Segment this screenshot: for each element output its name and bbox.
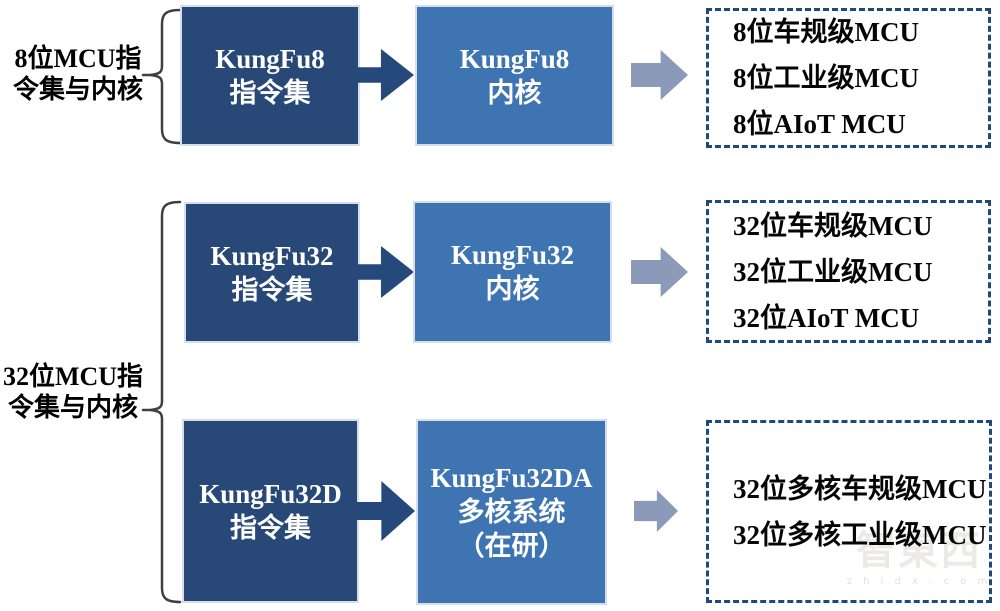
arrow-right-gray-row1 bbox=[631, 50, 688, 100]
group-label-8bit-line2: 令集与内核 bbox=[12, 75, 143, 104]
group-label-32bit: 32位MCU指 令集与内核 bbox=[0, 361, 146, 423]
group-label-32bit-line2: 令集与内核 bbox=[7, 393, 138, 422]
box-kungfu32d-instruction-line2: 指令集 bbox=[230, 513, 311, 543]
group-label-8bit-line1: 8位MCU指 bbox=[14, 44, 142, 73]
output-box-32bit-multicore: 32位多核车规级MCU 32位多核工业级MCU bbox=[706, 420, 992, 603]
watermark-url: z h i d x . c o m bbox=[846, 576, 992, 587]
output-32bit-item-2: 32位工业级MCU bbox=[733, 256, 933, 287]
box-kungfu32-instruction-line2: 指令集 bbox=[231, 274, 313, 305]
box-kungfu8-instruction-set: KungFu8 指令集 bbox=[180, 5, 360, 146]
box-kungfu32da-multicore-system: KungFu32DA 多核系统 （在研） bbox=[416, 419, 607, 605]
output-32bit-multicore-item-2: 32位多核工业级MCU bbox=[733, 519, 987, 550]
output-32bit-item-3: 32位AIoT MCU bbox=[733, 302, 920, 333]
output-8bit-item-3: 8位AIoT MCU bbox=[733, 109, 906, 139]
output-8bit-item-2: 8位工业级MCU bbox=[733, 63, 919, 93]
arrow-right-dark-row1 bbox=[357, 49, 414, 101]
box-kungfu8-core: KungFu8 内核 bbox=[415, 5, 614, 146]
box-kungfu32-core-line1: KungFu32 bbox=[450, 240, 575, 270]
watermark-logo: 智東西 bbox=[856, 528, 982, 574]
box-kungfu8-instruction-line1: KungFu8 bbox=[215, 43, 325, 74]
output-32bit-multicore-item-1: 32位多核车规级MCU bbox=[733, 473, 987, 504]
box-kungfu32d-instruction-set: KungFu32D 指令集 bbox=[182, 419, 359, 603]
box-kungfu8-core-line2: 内核 bbox=[487, 77, 542, 108]
output-box-8bit: 8位车规级MCU 8位工业级MCU 8位AIoT MCU bbox=[706, 8, 991, 148]
bracket-32bit bbox=[141, 200, 182, 604]
group-label-8bit: 8位MCU指 令集与内核 bbox=[4, 43, 152, 105]
arrow-right-dark-row3 bbox=[357, 481, 415, 541]
box-kungfu32-instruction-set: KungFu32 指令集 bbox=[184, 202, 360, 343]
group-label-32bit-line1: 32位MCU指 bbox=[2, 362, 144, 391]
box-kungfu32da-line3: （在研） bbox=[457, 531, 566, 561]
arrow-right-dark-row2 bbox=[357, 246, 414, 298]
arrow-right-gray-row2 bbox=[631, 247, 688, 297]
box-kungfu32da-line2: 多核系统 bbox=[457, 497, 566, 527]
box-kungfu8-core-line1: KungFu8 bbox=[459, 43, 570, 74]
arrow-right-gray-row3 bbox=[634, 490, 678, 532]
output-box-32bit: 32位车规级MCU 32位工业级MCU 32位AIoT MCU bbox=[706, 200, 991, 343]
box-kungfu32d-instruction-line1: KungFu32D bbox=[199, 479, 342, 509]
output-32bit-item-1: 32位车规级MCU bbox=[733, 210, 933, 241]
output-8bit-item-1: 8位车规级MCU bbox=[733, 17, 919, 47]
box-kungfu32da-line1: KungFu32DA bbox=[430, 463, 593, 493]
box-kungfu32-core: KungFu32 内核 bbox=[413, 201, 612, 343]
watermark: 智東西 z h i d x . c o m bbox=[843, 528, 995, 587]
box-kungfu32-core-line2: 内核 bbox=[485, 274, 540, 304]
box-kungfu32-instruction-line1: KungFu32 bbox=[210, 240, 334, 271]
box-kungfu8-instruction-line2: 指令集 bbox=[229, 77, 311, 108]
bracket-8bit bbox=[141, 8, 182, 145]
